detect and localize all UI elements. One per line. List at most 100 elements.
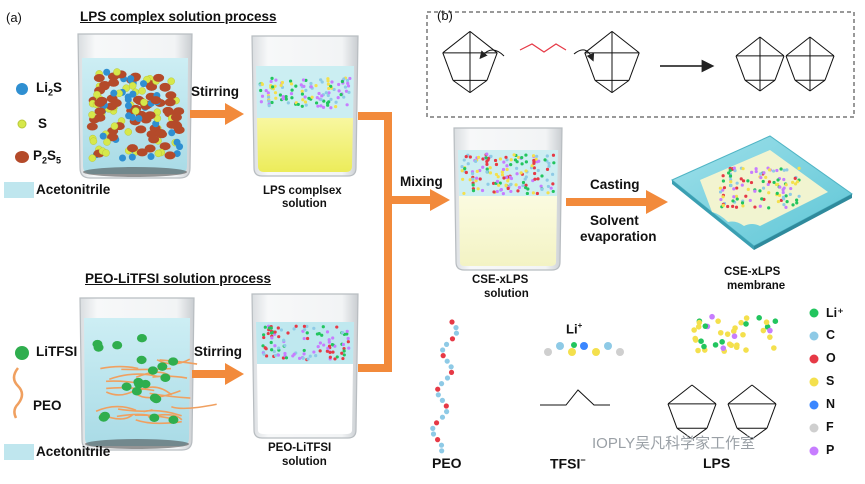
solution-molecule bbox=[340, 79, 345, 84]
peo-atom bbox=[453, 330, 460, 336]
solution-molecule bbox=[289, 82, 294, 86]
solution-molecule bbox=[762, 171, 766, 175]
solution-molecule bbox=[332, 87, 336, 92]
solution-molecule bbox=[301, 78, 306, 82]
solution-molecule bbox=[346, 340, 350, 344]
solution-molecule bbox=[519, 171, 523, 175]
lps-atom bbox=[760, 327, 767, 334]
lps-bond bbox=[667, 403, 678, 429]
lps-atom bbox=[771, 345, 777, 351]
solution-molecule bbox=[319, 78, 323, 82]
solution-molecule bbox=[515, 166, 519, 170]
solution-molecule bbox=[296, 102, 300, 107]
solution-molecule bbox=[335, 355, 339, 359]
solution-molecule bbox=[283, 351, 287, 356]
solution-molecule bbox=[476, 155, 481, 159]
solution-molecule bbox=[495, 179, 500, 183]
solution-molecule bbox=[543, 158, 547, 162]
solution-molecule bbox=[493, 158, 498, 163]
tfsi-atom bbox=[568, 348, 576, 356]
p2s5-particle bbox=[99, 80, 111, 89]
solution-molecule bbox=[521, 184, 525, 188]
solution-molecule bbox=[304, 88, 308, 93]
mixing-label: Mixing bbox=[400, 174, 443, 189]
solution-molecule bbox=[342, 77, 346, 81]
solution-molecule bbox=[771, 169, 776, 173]
solution-molecule bbox=[302, 348, 306, 353]
peo-molecule bbox=[430, 319, 460, 454]
stirring-label-bottom: Stirring bbox=[194, 344, 243, 359]
solution-molecule bbox=[481, 157, 485, 161]
solution-molecule bbox=[327, 338, 331, 342]
solution-molecule bbox=[498, 157, 503, 161]
solution-molecule bbox=[760, 197, 764, 201]
solution-molecule bbox=[761, 186, 766, 190]
solution-molecule bbox=[741, 167, 745, 171]
solution-molecule bbox=[532, 166, 536, 170]
solution-molecule bbox=[726, 204, 730, 209]
solution-molecule bbox=[746, 187, 750, 191]
beaker-lps-raw bbox=[77, 33, 193, 179]
solution-molecule bbox=[270, 348, 274, 352]
solution-molecule bbox=[545, 178, 549, 182]
solution-molecule bbox=[785, 168, 789, 172]
cage-bond bbox=[469, 31, 498, 54]
lps-atom bbox=[756, 315, 762, 321]
tfsi-atom bbox=[604, 342, 612, 350]
polysulfide-chain bbox=[519, 43, 567, 53]
p2s5-particle bbox=[106, 94, 118, 103]
solution-molecule bbox=[782, 168, 786, 172]
solution-molecule bbox=[281, 97, 285, 101]
lps-atom bbox=[695, 347, 701, 354]
solution-molecule bbox=[340, 330, 345, 335]
solution-molecule bbox=[761, 179, 765, 184]
solution-molecule bbox=[793, 182, 798, 186]
solution-molecule bbox=[476, 187, 480, 191]
solution-molecule bbox=[492, 190, 496, 194]
solution-molecule bbox=[721, 203, 725, 207]
peo-process-title: PEO-LiTFSI solution process bbox=[85, 271, 272, 286]
solution-molecule bbox=[292, 352, 296, 356]
p2s5-particle bbox=[135, 125, 147, 134]
solution-molecule bbox=[504, 175, 509, 180]
solution-molecule bbox=[719, 197, 723, 202]
solution-molecule bbox=[299, 83, 303, 87]
solution-molecule bbox=[329, 84, 333, 88]
solution-molecule bbox=[269, 79, 273, 84]
solution-molecule bbox=[300, 92, 305, 96]
cage-bond bbox=[785, 55, 796, 81]
solution-molecule bbox=[551, 172, 555, 176]
acetonitrile-legend-swatch-top bbox=[4, 182, 34, 198]
solution-molecule bbox=[767, 191, 771, 195]
solution-molecule bbox=[759, 172, 763, 176]
acetonitrile-legend-label-bottom: Acetonitrile bbox=[36, 444, 111, 459]
acetonitrile-legend-label-top: Acetonitrile bbox=[36, 182, 111, 197]
solution-molecule bbox=[297, 356, 302, 360]
solution-molecule bbox=[263, 346, 267, 350]
solution-molecule bbox=[325, 330, 330, 334]
solution-molecule bbox=[537, 159, 541, 163]
li2s-particle bbox=[168, 129, 176, 137]
p2s5-particle bbox=[96, 96, 108, 105]
peo-strand bbox=[171, 403, 217, 410]
s-particle bbox=[93, 90, 101, 99]
li2s-legend-label: Li2S bbox=[36, 80, 63, 98]
s-particle bbox=[124, 128, 133, 136]
solution-molecule bbox=[346, 84, 351, 88]
lps-process-title: LPS complex solution process bbox=[80, 9, 277, 24]
solution-molecule bbox=[329, 106, 333, 110]
solution-molecule bbox=[731, 199, 735, 203]
solution-molecule bbox=[721, 174, 725, 178]
solution-molecule bbox=[499, 187, 503, 192]
p2s5-legend-label: P2S5 bbox=[33, 148, 62, 166]
element-legend-dot bbox=[809, 331, 819, 341]
lps-bond bbox=[751, 427, 768, 440]
solution-molecule bbox=[497, 183, 501, 187]
solution-molecule bbox=[500, 173, 505, 177]
acetonitrile-legend-swatch-bottom bbox=[4, 444, 34, 460]
solution-molecule bbox=[779, 167, 783, 171]
solution-molecule bbox=[261, 344, 265, 348]
solution-molecule bbox=[735, 197, 739, 201]
beaker-cse-solution bbox=[453, 127, 563, 271]
solution-molecule bbox=[545, 167, 550, 171]
